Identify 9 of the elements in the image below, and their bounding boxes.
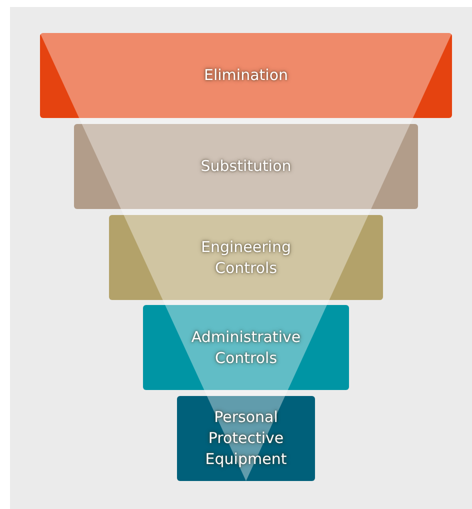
level-label: Substitution	[200, 156, 292, 177]
level-bar	[109, 215, 383, 300]
level-label: Administrative Controls	[190, 326, 302, 368]
level-bar	[74, 124, 418, 209]
level-bar	[177, 396, 315, 481]
level-bar	[143, 305, 349, 390]
level-label: Elimination	[204, 65, 288, 86]
level-label: Engineering Controls	[200, 236, 292, 278]
level-bar	[40, 33, 452, 118]
